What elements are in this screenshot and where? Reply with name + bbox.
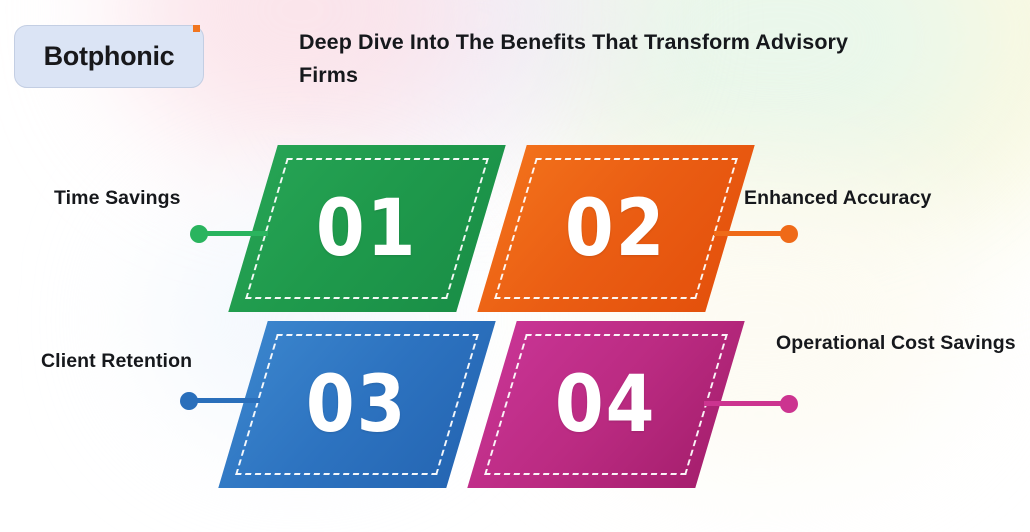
step-label-02: Enhanced Accuracy [744,187,932,209]
connector-line [199,231,268,236]
step-number-02: 02 [565,183,667,274]
step-tile-02: 02 [477,145,755,312]
step-number-03: 03 [306,359,408,450]
logo-accent-dot-icon [193,25,200,32]
connector-dot-icon [780,225,798,243]
page-title: Deep Dive Into The Benefits That Transfo… [299,30,849,87]
step-label-01: Time Savings [54,187,181,209]
header: Botphonic Deep Dive Into The Benefits Th… [0,0,1030,110]
step-label-03: Client Retention [41,350,193,372]
step-number-01: 01 [316,183,418,274]
connector-line [704,401,790,406]
step-tile-03: 03 [218,321,496,488]
connector-line [714,231,790,236]
connector-line [189,398,260,403]
step-number-04: 04 [555,359,657,450]
step-label-04: Operational Cost Savings [776,332,1016,354]
brand-logo-text: Botphonic [43,41,175,71]
connector-dot-icon [780,395,798,413]
step-tile-01: 01 [228,145,506,312]
brand-logo: Botphonic [14,25,204,88]
